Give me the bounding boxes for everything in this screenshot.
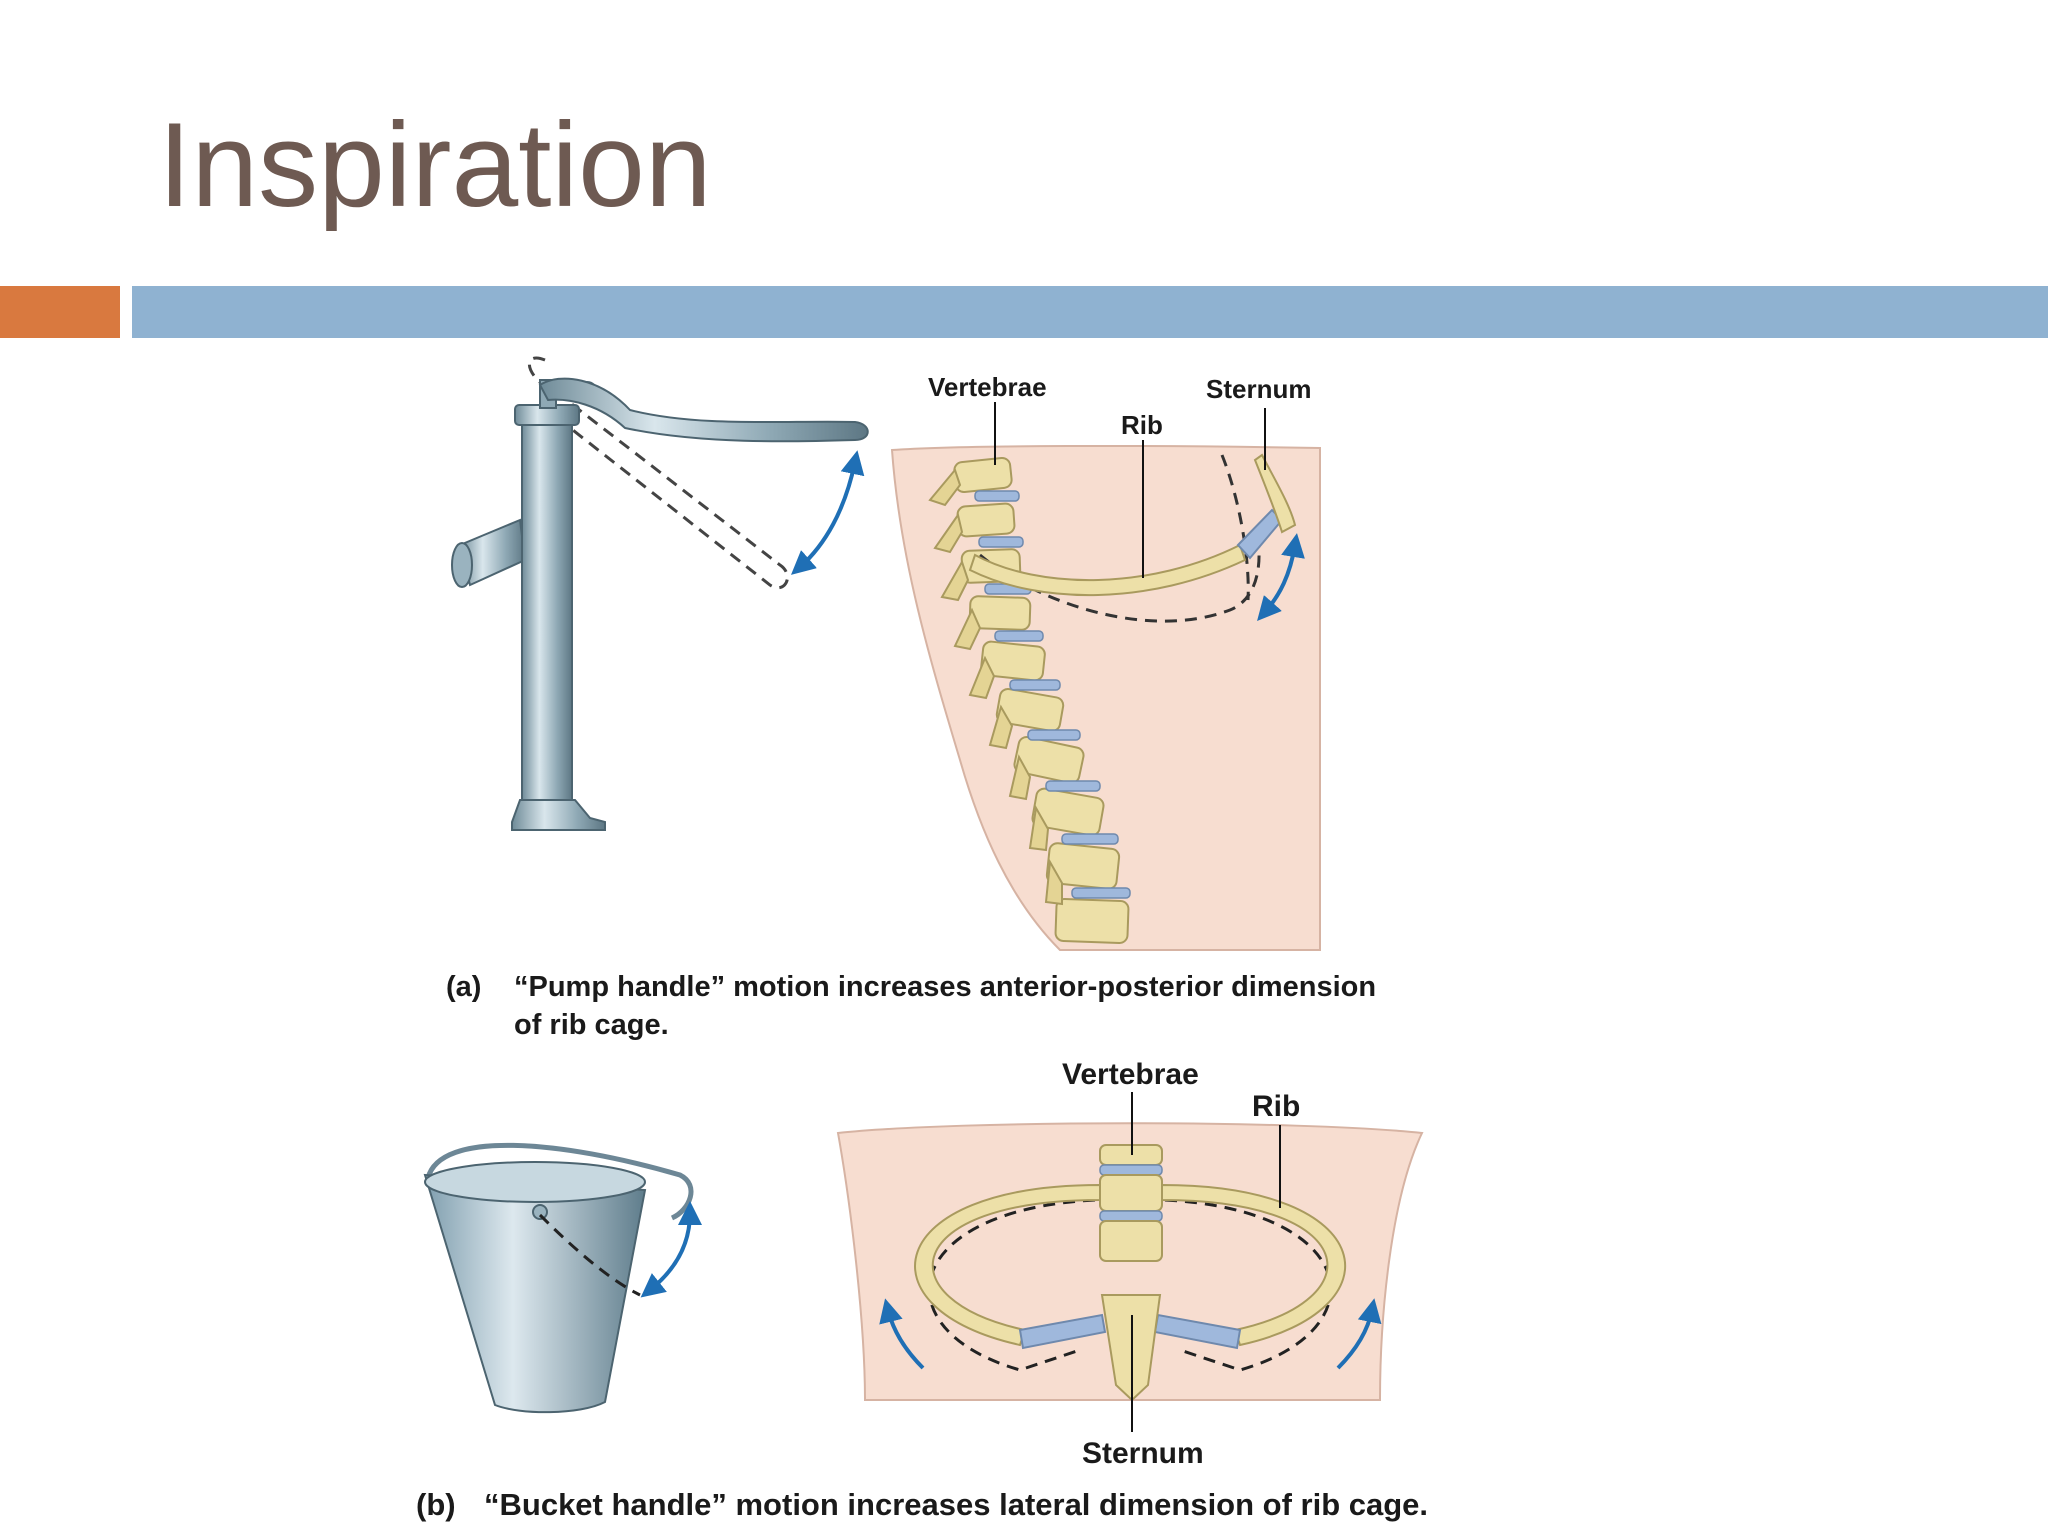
caption-b-text: “Bucket handle” motion increases lateral…	[484, 1487, 1429, 1522]
slide-title: Inspiration	[158, 98, 712, 232]
accent-bar-orange	[0, 286, 120, 338]
caption-a-tag: (a)	[446, 971, 482, 1003]
rib-cage-front-view	[836, 1092, 1424, 1432]
spine-side-view	[890, 402, 1321, 951]
caption-a-line2: of rib cage.	[514, 1009, 669, 1041]
water-pump-illustration	[451, 356, 869, 831]
label-b-rib: Rib	[1252, 1090, 1300, 1123]
inspiration-figure: Vertebrae Rib Sternum	[423, 356, 1424, 1470]
bucket-illustration	[423, 1142, 702, 1414]
label-a-sternum: Sternum	[1206, 374, 1311, 404]
accent-bar-blue	[132, 286, 2048, 338]
caption-b-tag: (b)	[416, 1487, 456, 1522]
label-b-vertebrae: Vertebrae	[1062, 1058, 1199, 1091]
label-a-vertebrae: Vertebrae	[928, 372, 1047, 402]
caption-b: (b) “Bucket handle” motion increases late…	[416, 1487, 1616, 1523]
caption-a-line1: “Pump handle” motion increases anterior-…	[514, 971, 1377, 1003]
caption-a: (a) “Pump handle” motion increases anteri…	[446, 968, 1426, 1044]
label-a-rib: Rib	[1121, 410, 1163, 440]
label-b-sternum: Sternum	[1082, 1437, 1204, 1470]
